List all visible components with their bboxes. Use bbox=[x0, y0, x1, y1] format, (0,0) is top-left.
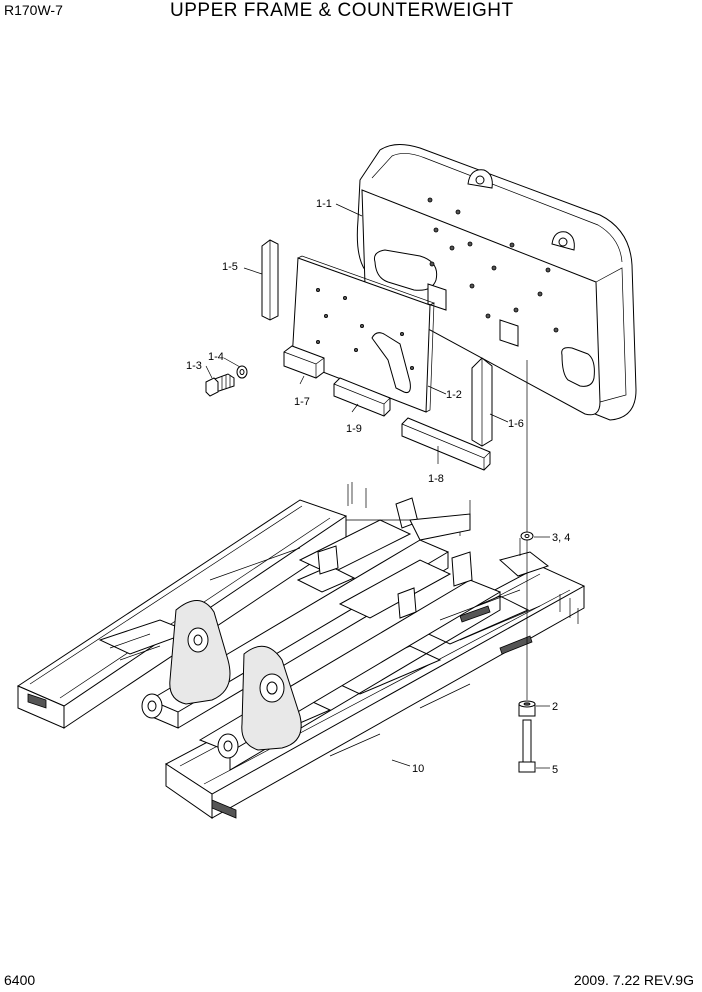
callout-1-8: 1-8 bbox=[428, 473, 444, 485]
weight-bar-1-7 bbox=[283, 345, 325, 379]
weight-bar-1-8 bbox=[401, 417, 491, 471]
callout-labels: 1-1 1-5 1-4 1-3 1-7 1-2 1-9 1-6 1-8 3, 4… bbox=[186, 198, 570, 776]
callout-1-5: 1-5 bbox=[222, 261, 238, 273]
callout-5: 5 bbox=[552, 764, 558, 776]
callout-1-1: 1-1 bbox=[316, 198, 332, 210]
bolt-holes bbox=[427, 197, 559, 333]
leader-lines bbox=[205, 203, 550, 769]
callout-1-9: 1-9 bbox=[346, 423, 362, 435]
weight-block-1-5 bbox=[261, 239, 279, 321]
model-number: R170W-7 bbox=[4, 2, 63, 18]
callout-1-4: 1-4 bbox=[208, 351, 224, 363]
upper-frame bbox=[16, 482, 586, 819]
revision-date: 2009. 7.22 REV.9G bbox=[573, 972, 694, 988]
page-number: 6400 bbox=[4, 972, 36, 988]
counterweight bbox=[356, 144, 637, 421]
callout-2: 2 bbox=[552, 701, 558, 713]
page-title: UPPER FRAME & COUNTERWEIGHT bbox=[170, 0, 514, 21]
washer-1-4 bbox=[236, 365, 248, 379]
callout-1-7: 1-7 bbox=[294, 396, 310, 408]
callout-10: 10 bbox=[412, 763, 424, 775]
weight-block-1-6 bbox=[471, 357, 493, 447]
callout-3-4: 3, 4 bbox=[552, 532, 570, 544]
mounting-plate bbox=[291, 255, 435, 413]
bolt-1-3 bbox=[205, 373, 235, 397]
callout-1-6: 1-6 bbox=[508, 418, 524, 430]
weight-bar-1-9 bbox=[333, 377, 391, 417]
mounting-bolt-assembly bbox=[518, 360, 536, 773]
callout-1-3: 1-3 bbox=[186, 360, 202, 372]
callout-1-2: 1-2 bbox=[446, 389, 462, 401]
